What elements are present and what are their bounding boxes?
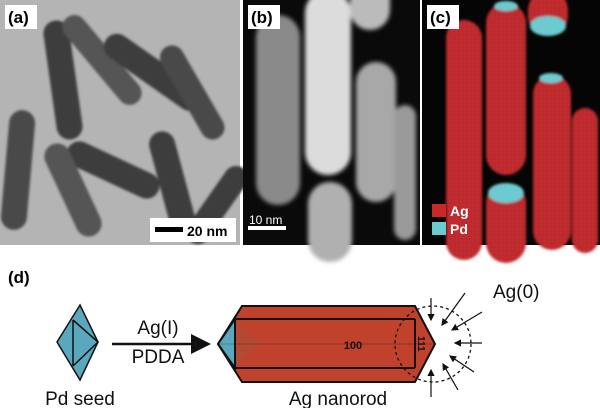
pd-seed-shape <box>56 303 100 382</box>
panel-a-scale-bar <box>155 227 183 232</box>
ag-nanorod-label: Ag nanorod <box>289 389 387 408</box>
panel-b-haadf-image: (b) 10 nm <box>243 0 420 262</box>
reagent-ag-i: Ag(I) <box>137 318 178 339</box>
legend-label-pd: Pd <box>450 221 468 237</box>
panel-c-label: (c) <box>430 8 451 27</box>
panel-c-eds-map: (c) Ag Pd <box>422 0 600 263</box>
panel-b-scale-text: 10 nm <box>249 213 282 227</box>
ag-nanorod-shape <box>216 305 437 383</box>
ag0-atom-arrows <box>427 292 483 397</box>
panel-d-label: (d) <box>8 268 30 287</box>
legend-swatch-ag <box>432 204 446 217</box>
pd-seed-label: Pd seed <box>45 389 115 408</box>
legend-swatch-pd <box>432 222 446 235</box>
ag0-label: Ag(0) <box>493 282 539 303</box>
panel-b-label: (b) <box>251 8 273 27</box>
facet-111-label: 111 <box>415 336 426 352</box>
legend-label-ag: Ag <box>450 203 469 219</box>
panel-a-tem-image: (a) 20 nm <box>0 0 248 245</box>
facet-100-label: 100 <box>344 340 362 352</box>
reagent-pdda: PDDA <box>132 347 185 368</box>
growth-region-circle <box>394 305 472 383</box>
panel-a-label: (a) <box>8 8 29 27</box>
panel-c-legend: Ag Pd <box>432 203 469 237</box>
panel-b-scale-bar <box>248 226 286 230</box>
panel-a-scale-text: 20 nm <box>187 223 227 239</box>
panel-d-schematic: (d) Pd seed Ag(I) PDDA 100 111 <box>8 268 539 408</box>
panel-a-label-box <box>5 5 37 29</box>
